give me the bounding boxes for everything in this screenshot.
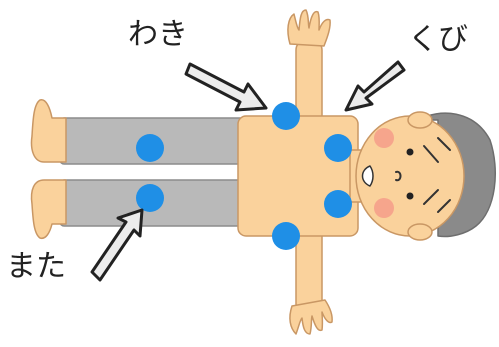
- feet: [32, 100, 67, 239]
- label-neck: くび: [408, 25, 468, 55]
- cold-pack-armpit-bottom: [272, 222, 300, 250]
- cold-pack-armpit-top: [272, 102, 300, 130]
- eye-top-icon: [407, 149, 414, 156]
- hand-top-icon: [288, 10, 330, 46]
- foot-bottom-icon: [32, 180, 67, 238]
- foot-top-icon: [32, 100, 67, 162]
- cold-pack-neck-top: [324, 134, 352, 162]
- arrow-neck-icon: [346, 62, 404, 110]
- arrow-armpit-icon: [186, 64, 266, 110]
- ear-bottom: [408, 224, 432, 240]
- torso: [238, 116, 358, 236]
- hand-bottom-icon: [290, 300, 332, 334]
- label-groin: また: [6, 252, 66, 282]
- eye-bottom-icon: [407, 193, 414, 200]
- cheek-bottom: [374, 198, 394, 218]
- head: [356, 112, 495, 240]
- cheek-top: [374, 128, 394, 148]
- ear-top: [408, 112, 432, 128]
- cold-pack-groin-top: [136, 134, 164, 162]
- cold-pack-neck-bottom: [324, 190, 352, 218]
- label-armpit: わき: [128, 20, 188, 50]
- cold-pack-groin-bottom: [136, 184, 164, 212]
